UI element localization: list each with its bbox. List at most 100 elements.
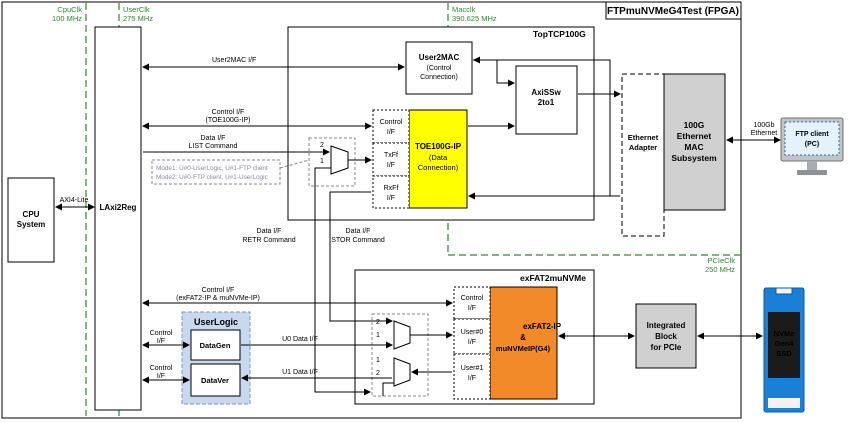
exfat-ip-l2: & — [520, 333, 526, 342]
exfat-ip-block — [489, 286, 558, 400]
datagen-block — [190, 329, 241, 361]
toe100g-label: TOE100G-IP — [415, 142, 462, 151]
nvme-mux-a-in1: 1 — [376, 332, 380, 339]
stor-l1: Data I/F — [346, 228, 371, 235]
toe-ctrl-if-l1: Control — [380, 119, 403, 126]
toe100g-sub1: (Data — [429, 153, 448, 162]
ethernet-mac-l1: 100G — [684, 120, 705, 130]
toe-rxff-if-l2: I/F — [387, 195, 395, 202]
ctrl-exfat-l2: (exFAT2-IP & muNVMe-IP) — [176, 295, 260, 302]
nvme-ssd-l2: Gen4 — [775, 339, 795, 348]
mode1-text: Mode1: U#0-UserLogic, U#1-FTP client — [156, 165, 268, 172]
ctrl-datagen-l2: I/F — [157, 338, 165, 345]
ethernet-adapter-l1: Ethernet — [628, 133, 659, 142]
pcie-block-l3: for PCIe — [651, 343, 682, 352]
exfat-user1-if — [453, 353, 491, 400]
axissw-block — [515, 65, 578, 135]
ethernet-adapter-l2: Adapter — [629, 143, 657, 152]
nvme-mux-a-shape — [393, 320, 411, 350]
ethernet-mac-block — [663, 73, 726, 211]
stor-route — [329, 191, 393, 325]
mode-note-link — [279, 159, 310, 169]
user2mac-label: User2MAC — [419, 53, 460, 62]
pcie-block-l1: Integrated — [647, 321, 686, 330]
dataver-label: DataVer — [201, 376, 229, 385]
dataver-block — [190, 363, 241, 397]
ethernet-mac-l4: Subsystem — [671, 153, 717, 163]
exfat-ctrl-if-l2: I/F — [468, 305, 476, 312]
ethernet-mac-l3: MAC — [684, 142, 703, 152]
mode2-text: Mode2: U#0-FTP client, U#1-UserLogic — [156, 174, 269, 181]
ctrl-toe-l1: Control I/F — [212, 109, 245, 116]
tcp-mux-shape — [330, 145, 349, 175]
nvme-mux-b-in1: 1 — [376, 357, 380, 364]
exfat-user0-if — [453, 318, 491, 355]
user2mac-if-label: User2MAC I/F — [212, 57, 256, 64]
cpu-label-2: System — [17, 220, 45, 229]
nvme-ssd-l1: NVMe — [774, 329, 795, 338]
datagen-label: DataGen — [200, 341, 231, 350]
retr-l2: RETR Command — [242, 237, 295, 244]
ftp-client-l2: (PC) — [805, 141, 819, 148]
toe-txff-if-l1: TxFf — [384, 152, 398, 159]
exfat-user0-if-l2: I/F — [468, 339, 476, 346]
ethernet-link-l1: 100Gb — [753, 122, 774, 129]
mode-note-box — [151, 159, 281, 185]
laxi2reg-block — [94, 26, 142, 411]
ctrl-datagen-l1: Control — [150, 330, 173, 337]
toe-ctrl-if — [372, 109, 410, 144]
exfat-user1-if-l1: User#1 — [461, 365, 484, 372]
pcie-block-l2: Block — [655, 332, 677, 341]
toe-rxff-if-l1: RxFf — [384, 185, 399, 192]
pc-monitor-base — [797, 170, 827, 175]
nvme-mux-b-in2: 2 — [376, 370, 380, 377]
pcieclk-freq: 250 MHz — [705, 265, 735, 274]
u0-data-label: U0 Data I/F — [282, 336, 318, 343]
nvme-mux-a-in2: 2 — [376, 319, 380, 326]
ethernet-adapter-block — [621, 73, 665, 237]
user2mac-block — [405, 41, 473, 95]
mac-to-user2mac-rx — [473, 56, 611, 196]
macclk-name: Macclk — [452, 5, 476, 14]
fpga-title-box — [605, 1, 742, 20]
toe100g-sub2: Connection) — [418, 163, 459, 172]
user2mac-sub1: (Control — [427, 65, 452, 72]
nvme-ssd-l3: SSD — [776, 349, 792, 358]
user2mac-sub2: Connection) — [420, 74, 458, 81]
toptcp100g-title: TopTCP100G — [533, 29, 586, 39]
nvme-ssd-top-tab — [775, 287, 793, 295]
pcie-block — [635, 303, 697, 369]
retr-l1: Data I/F — [257, 228, 282, 235]
ftp-client-l1: FTP client — [795, 131, 829, 138]
userclk-freq: 275 MHz — [123, 14, 153, 23]
retr-route — [314, 167, 371, 396]
toe-rxff-if — [372, 175, 410, 209]
toe-ctrl-if-l2: I/F — [387, 129, 395, 136]
exfat-ctrl-if-l1: Control — [461, 295, 484, 302]
ctrl-dataver-l2: I/F — [157, 373, 165, 380]
exfat-ip-l3: muNVMeIP(G4) — [496, 344, 551, 353]
exfat2munvme-title: exFAT2muNVMe — [520, 273, 586, 283]
toe-txff-if-l2: I/F — [387, 162, 395, 169]
pc-monitor-screen — [784, 121, 840, 156]
tcp-mux-in2: 2 — [320, 142, 324, 149]
nvme-ssd-connector — [768, 398, 800, 408]
ctrl-dataver-l1: Control — [150, 365, 173, 372]
laxi2reg-label: LAxi2Reg — [100, 203, 137, 212]
tcp-mux-in1: 1 — [320, 158, 324, 165]
ctrl-exfat-l1: Control I/F — [202, 287, 235, 294]
userlogic-title: UserLogic — [194, 317, 238, 327]
nvme-ssd-label-area — [768, 312, 800, 378]
macclk-freq: 390.625 MHz — [452, 14, 497, 23]
exfat-ip-l1: exFAT2-IP — [523, 322, 562, 331]
cpuclk-name: CpuClk — [57, 5, 82, 14]
axissw-label-2: 2to1 — [538, 98, 555, 107]
axissw-label-1: AxiSSw — [531, 88, 561, 97]
exfat-user1-if-l2: I/F — [468, 375, 476, 382]
ctrl-toe-l2: (TOE100G-IP) — [206, 117, 251, 124]
pcieclk-name: PCIeClk — [707, 256, 735, 265]
u1-data-label: U1 Data I/F — [282, 369, 318, 376]
fpga-boundary — [1, 1, 742, 419]
